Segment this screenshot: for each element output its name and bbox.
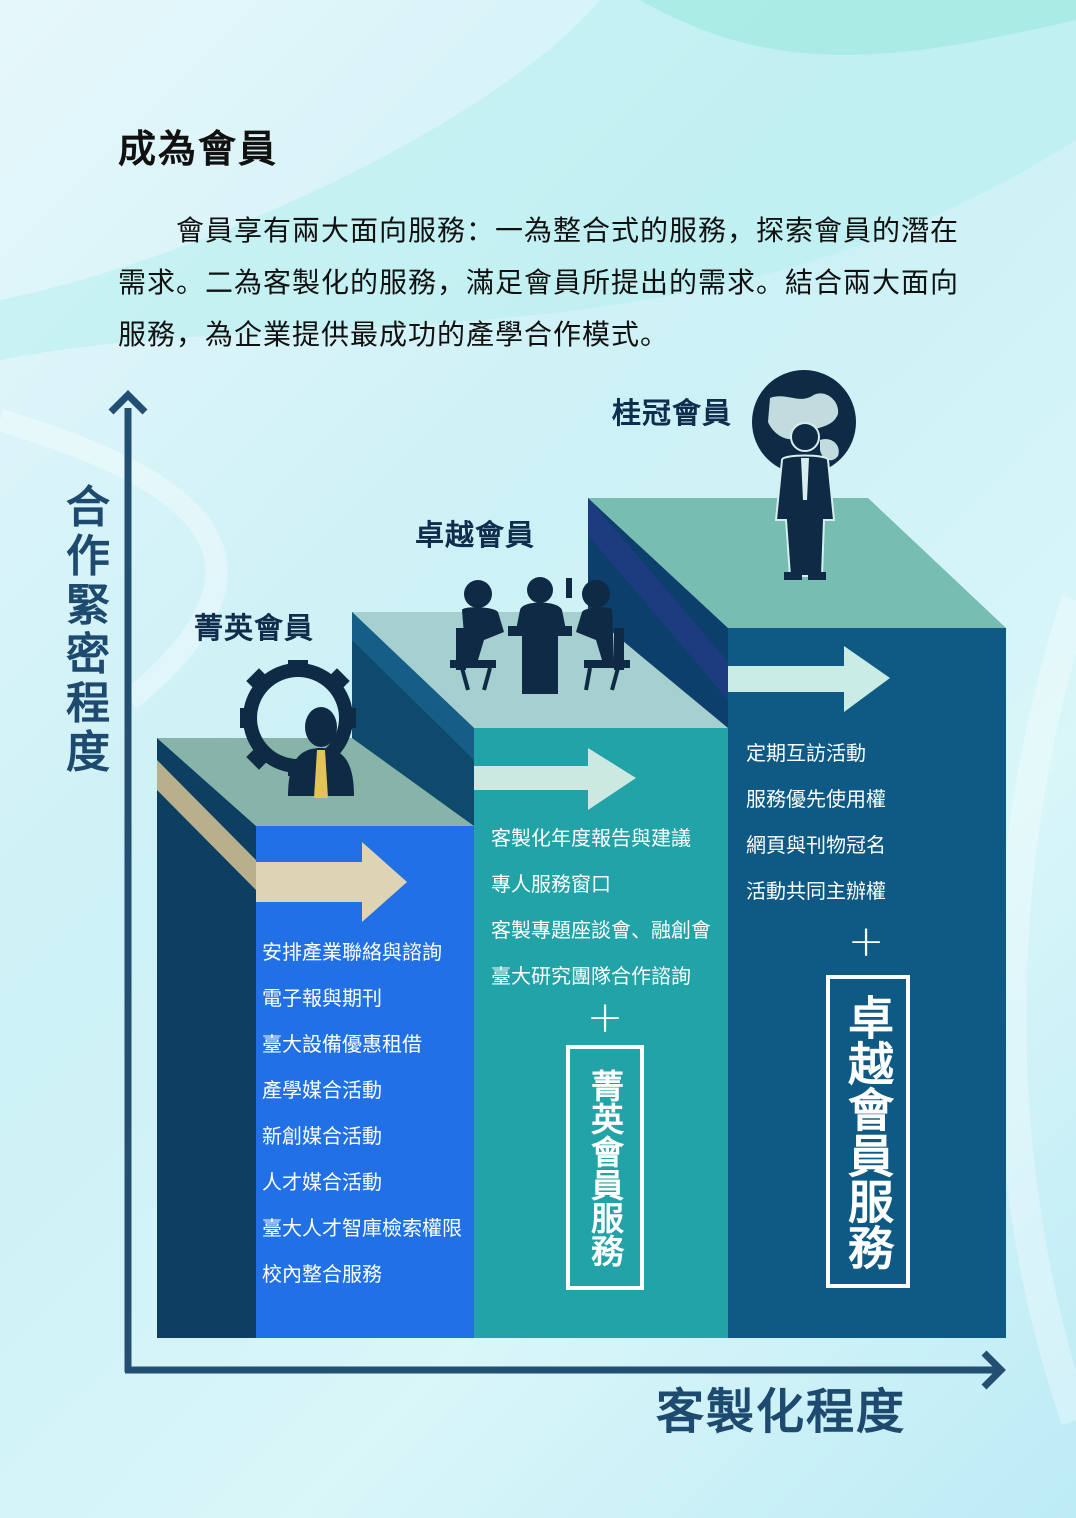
level2-arrow-icon (474, 748, 636, 810)
level3-title: 桂冠會員 (612, 396, 733, 430)
service-item: 安排產業聯絡與諮詢 (262, 940, 442, 964)
service-item: 定期互訪活動 (746, 741, 866, 765)
intro-paragraph: 會員享有兩大面向服務：一為整合式的服務，探索會員的潛在需求。二為客製化的服務，滿… (118, 214, 960, 351)
service-item: 校內整合服務 (262, 1262, 382, 1286)
bg-swoosh (0, 409, 228, 709)
level1-front (256, 826, 474, 1338)
level2-includes-box: 菁英會員服務 (566, 1045, 644, 1290)
level2-service-list: 客製化年度報告與建議 專人服務窗口 客製專題座談會、融創會 臺大研究團隊合作諮詢 (491, 823, 711, 1007)
level2-stripe (352, 612, 474, 760)
level1-side (157, 738, 256, 1338)
service-item: 客製化年度報告與建議 (491, 826, 691, 850)
meeting-table-icon (450, 577, 630, 694)
level3-front (728, 628, 1006, 1338)
service-item: 活動共同主辦權 (746, 879, 886, 903)
level3-stripe (588, 498, 728, 700)
service-item: 電子報與期刊 (262, 986, 382, 1010)
page-title: 成為會員 (118, 127, 279, 171)
bg-swoosh (996, 595, 1076, 1425)
service-item: 服務優先使用權 (746, 787, 886, 811)
level3-service-list: 定期互訪活動 服務優先使用權 網頁與刊物冠名 活動共同主辦權 (746, 738, 886, 922)
bg-swoosh (640, 0, 1076, 55)
level1-arrow-icon (256, 842, 407, 922)
service-item: 臺大研究團隊合作諮詢 (491, 964, 691, 988)
level1-stripe (157, 760, 256, 890)
x-axis-arrow-icon (981, 1350, 1006, 1390)
x-axis-label: 客製化程度 (656, 1384, 907, 1440)
service-item: 臺大人才智庫檢索權限 (262, 1216, 462, 1240)
level3-plus-sign: + (847, 916, 885, 967)
service-item: 網頁與刊物冠名 (746, 833, 886, 857)
service-item: 人才媒合活動 (262, 1170, 382, 1194)
level2-front (474, 728, 728, 1338)
y-axis-arrow-icon (108, 390, 148, 415)
service-item: 客製專題座談會、融創會 (491, 918, 711, 942)
service-item: 新創媒合活動 (262, 1124, 382, 1148)
level2-title: 卓越會員 (415, 518, 536, 552)
gear-businessman-icon (240, 660, 356, 798)
level3-includes-text: 卓越會員服務 (841, 993, 895, 1270)
globe-businessman-icon (752, 370, 856, 580)
level3-arrow-icon (728, 646, 890, 712)
level1-service-list: 安排產業聯絡與諮詢 電子報與期刊 臺大設備優惠租借 產學媒合活動 新創媒合活動 … (262, 937, 462, 1305)
level2-plus-sign: + (586, 992, 624, 1043)
service-item: 產學媒合活動 (262, 1078, 382, 1102)
service-item: 臺大設備優惠租借 (262, 1032, 422, 1056)
service-item: 專人服務窗口 (491, 872, 611, 896)
level3-includes-box: 卓越會員服務 (826, 975, 910, 1288)
level2-includes-text: 菁英會員服務 (585, 1068, 625, 1267)
y-axis-label: 合作緊密程度 (66, 482, 110, 778)
bg-swoosh (0, 0, 1076, 360)
level1-title: 菁英會員 (194, 611, 315, 645)
